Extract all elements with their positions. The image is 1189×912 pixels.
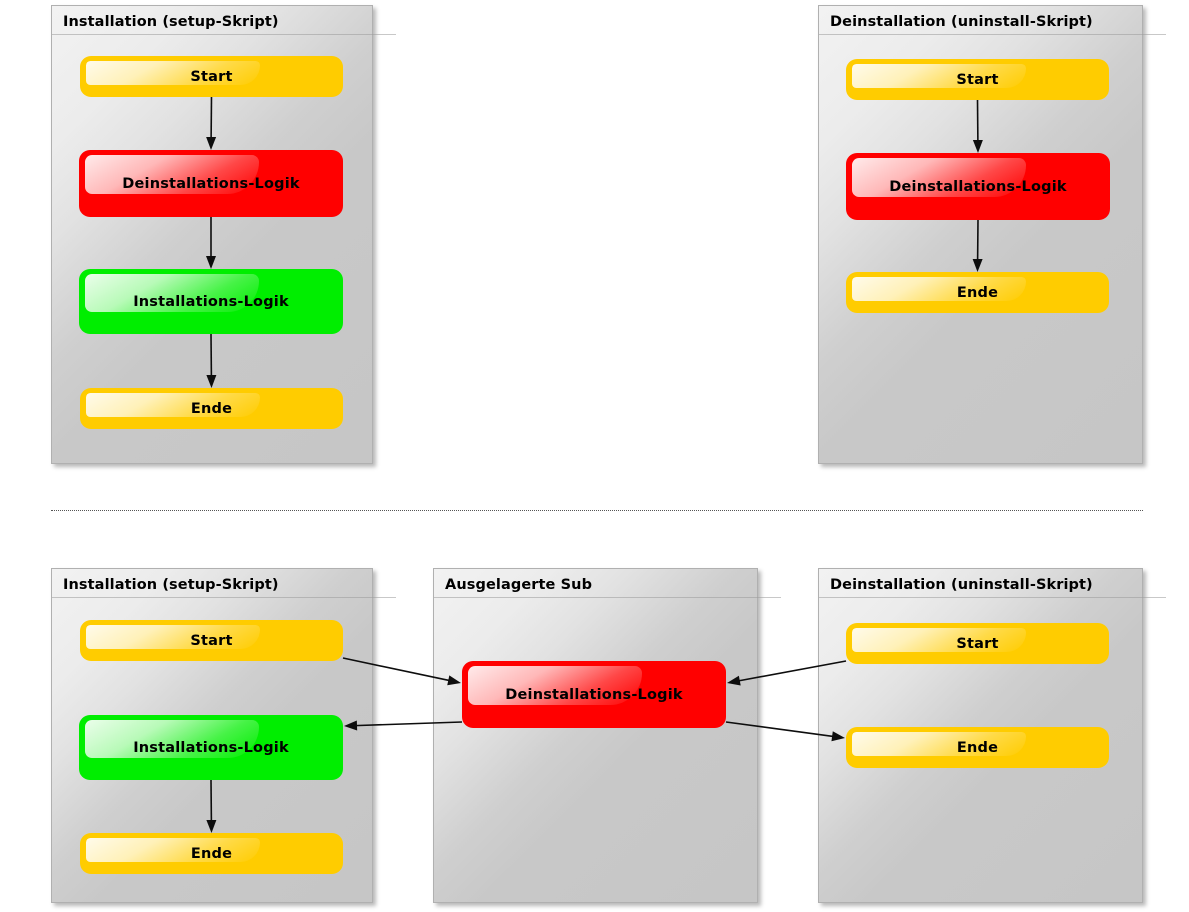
activity-node-b2-uninstall[interactable]: Deinstallations-Logik <box>462 661 726 728</box>
activity-node-label: Start <box>956 71 999 88</box>
activity-node-label: Ende <box>190 400 233 417</box>
activity-node-label: Installations-Logik <box>133 293 289 310</box>
activity-node-b3-start[interactable]: Start <box>846 623 1109 664</box>
activity-node-label: Ende <box>956 739 999 756</box>
activity-node-label: Start <box>190 68 233 85</box>
activity-node-label: Start <box>956 635 999 652</box>
scenario-divider <box>51 510 1143 511</box>
partition-title-rule <box>52 34 396 35</box>
activity-node-label: Start <box>190 632 233 649</box>
activity-node-t1-ende[interactable]: Ende <box>80 388 343 429</box>
partition-title-rule <box>52 597 396 598</box>
partition-title: Deinstallation (uninstall-Skript) <box>830 577 1093 593</box>
activity-node-label: Deinstallations-Logik <box>505 686 683 703</box>
activity-node-label: Deinstallations-Logik <box>122 175 300 192</box>
activity-node-b1-install[interactable]: Installations-Logik <box>79 715 343 780</box>
activity-node-label: Installations-Logik <box>133 739 289 756</box>
node-gloss-highlight <box>852 628 1026 652</box>
partition-title-rule <box>819 597 1166 598</box>
partition-title: Installation (setup-Skript) <box>63 14 279 30</box>
partition-title: Ausgelagerte Sub <box>445 577 593 593</box>
activity-node-t2-start[interactable]: Start <box>846 59 1109 100</box>
activity-node-t2-uninstall[interactable]: Deinstallations-Logik <box>846 153 1110 220</box>
activity-node-label: Deinstallations-Logik <box>889 178 1067 195</box>
node-gloss-highlight <box>86 838 260 862</box>
activity-node-t1-uninstall[interactable]: Deinstallations-Logik <box>79 150 343 217</box>
node-gloss-highlight <box>86 625 260 649</box>
partition-title-rule <box>434 597 781 598</box>
activity-node-t1-start[interactable]: Start <box>80 56 343 97</box>
activity-node-t2-ende[interactable]: Ende <box>846 272 1109 313</box>
partition-title: Installation (setup-Skript) <box>63 577 279 593</box>
activity-node-label: Ende <box>956 284 999 301</box>
node-gloss-highlight <box>86 393 260 417</box>
node-gloss-highlight <box>852 277 1026 301</box>
activity-node-b3-ende[interactable]: Ende <box>846 727 1109 768</box>
node-gloss-highlight <box>852 64 1026 88</box>
node-gloss-highlight <box>86 61 260 85</box>
partition-bot-sub: Ausgelagerte Sub <box>433 568 781 903</box>
activity-node-t1-install[interactable]: Installations-Logik <box>79 269 343 334</box>
activity-node-b1-start[interactable]: Start <box>80 620 343 661</box>
activity-node-label: Ende <box>190 845 233 862</box>
partition-title: Deinstallation (uninstall-Skript) <box>830 14 1093 30</box>
partition-title-rule <box>819 34 1166 35</box>
activity-node-b1-ende[interactable]: Ende <box>80 833 343 874</box>
node-gloss-highlight <box>852 732 1026 756</box>
